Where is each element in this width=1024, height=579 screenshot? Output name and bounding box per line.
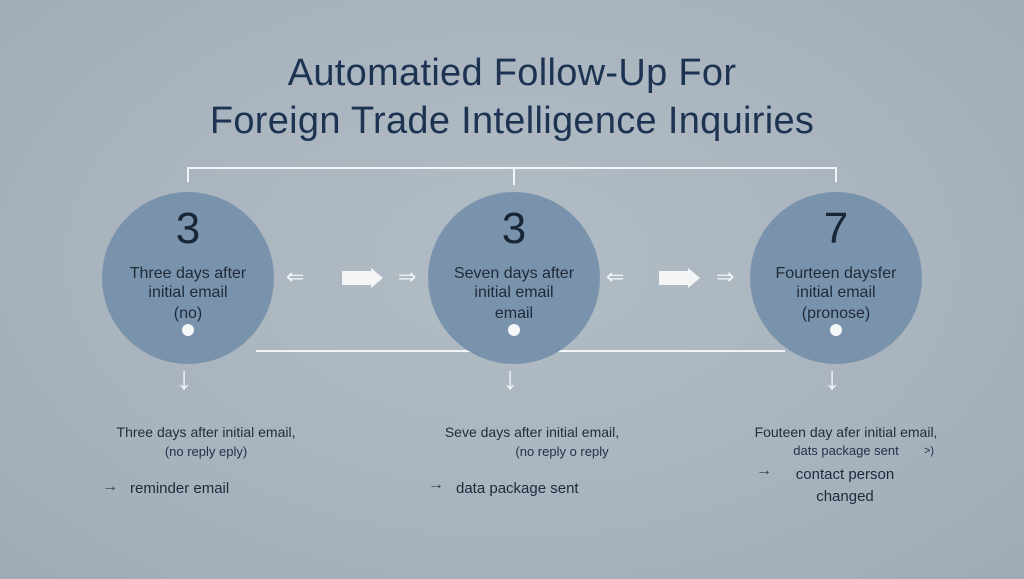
right-arrow-body-icon-2 [659, 271, 689, 285]
step-1-note: (no reply eply) [164, 444, 248, 459]
step-2-dot [508, 324, 520, 336]
step-1-label-line-2: initial email [148, 284, 228, 301]
step-2-action: data package sent [456, 480, 579, 497]
step-1-description: Three days after initial email, [116, 424, 296, 440]
step-3-action-line-1: contact person [795, 466, 895, 483]
step-1-action: reminder email [130, 480, 230, 497]
down-arrow-icon-1: ↓ [176, 360, 192, 396]
step-2-note: (no reply o reply [515, 444, 609, 459]
step-3-dot [830, 324, 842, 336]
right-double-arrow-icon-1: ⇒ [398, 264, 417, 289]
step-2-circle: 3 Seven days after initial email email [428, 192, 600, 364]
step-3-label-line-3: (pronose) [801, 305, 871, 322]
step-3-label-line-1: Fourteen daysfer [775, 265, 897, 282]
page-title-line-2: Foreign Trade Intelligence Inquiries [209, 100, 815, 142]
step-2-action-arrow-icon: → [428, 476, 444, 493]
step-1-dot [182, 324, 194, 336]
step-3-action-arrow-icon: → [756, 462, 772, 479]
step-1-action-arrow-icon: → [102, 478, 118, 495]
step-1-label-line-1: Three days after [129, 265, 247, 282]
step-2-number: 3 [501, 204, 527, 253]
top-bracket-line [187, 167, 837, 182]
step-3-circle: 7 Fourteen daysfer initial email (pronos… [750, 192, 922, 364]
step-2-label-line-2: initial email [474, 284, 554, 301]
step-2-label-line-3: email [494, 305, 534, 322]
step-1-circle: 3 Three days after initial email (no) [102, 192, 274, 364]
step-3-note: dats package sent [793, 443, 899, 458]
right-double-arrow-icon-2: ⇒ [716, 264, 735, 289]
step-2-description: Seve days after initial email, [444, 424, 620, 440]
step-1-number: 3 [175, 204, 201, 253]
left-double-arrow-icon-2: ⇐ [606, 264, 625, 289]
right-arrow-head-icon-2 [688, 268, 700, 288]
left-double-arrow-icon-1: ⇐ [286, 264, 305, 289]
step-3-note-suffix: >) [924, 445, 935, 457]
step-3-description: Fouteen day afer initial email, [754, 424, 938, 440]
step-3-number: 7 [823, 204, 849, 253]
step-3-action-line-2: changed [816, 488, 874, 505]
right-arrow-body-icon-1 [342, 271, 372, 285]
right-arrow-head-icon-1 [371, 268, 383, 288]
down-arrow-icon-2: ↓ [502, 360, 518, 396]
down-arrow-icon-3: ↓ [824, 360, 840, 396]
page-title-line-1: Automatied Follow-Up For [287, 52, 737, 94]
step-2-label-line-1: Seven days after [453, 265, 575, 282]
step-1-label-line-3: (no) [173, 305, 203, 322]
step-3-label-line-2: initial email [796, 284, 876, 301]
